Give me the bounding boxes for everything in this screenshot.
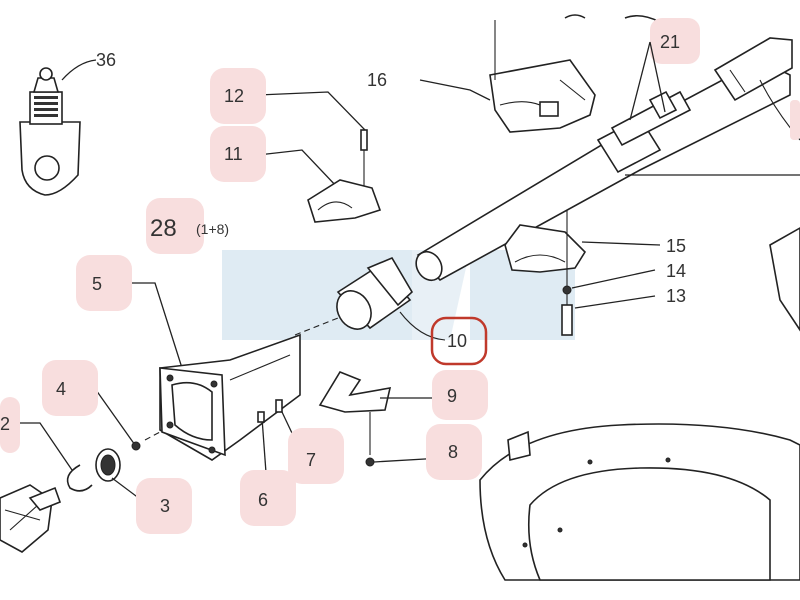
part-36-fitting bbox=[19, 59, 97, 196]
label-9[interactable]: 9 bbox=[447, 386, 457, 406]
label-13[interactable]: 13 bbox=[666, 286, 686, 306]
label-4[interactable]: 4 bbox=[56, 379, 66, 399]
label-14[interactable]: 14 bbox=[666, 261, 686, 281]
label-16[interactable]: 16 bbox=[367, 70, 387, 90]
label-21[interactable]: 21 bbox=[660, 32, 680, 52]
part-13-14-15-lower-clamp bbox=[504, 210, 661, 336]
selected-part-ring[interactable] bbox=[430, 316, 488, 366]
label-12[interactable]: 12 bbox=[224, 86, 244, 106]
part-labels: 36 12 11 16 21 28 (1+8) 5 15 14 13 10 4 … bbox=[0, 32, 686, 516]
label-36[interactable]: 36 bbox=[96, 50, 116, 70]
part-16-clamp bbox=[419, 14, 661, 133]
part-2-3-4-small bbox=[0, 389, 165, 553]
label-7[interactable]: 7 bbox=[306, 450, 316, 470]
label-15[interactable]: 15 bbox=[666, 236, 686, 256]
part-11-12-clamp bbox=[257, 91, 382, 223]
label-28[interactable]: 28 bbox=[150, 215, 177, 242]
label-6[interactable]: 6 bbox=[258, 490, 268, 510]
label-3[interactable]: 3 bbox=[160, 496, 170, 516]
label-11[interactable]: 11 bbox=[224, 144, 243, 164]
part-5-housing bbox=[130, 282, 301, 461]
label-highlights bbox=[0, 18, 800, 534]
label-8[interactable]: 8 bbox=[448, 442, 458, 462]
label-5[interactable]: 5 bbox=[92, 274, 102, 294]
label-28-note: (1+8) bbox=[196, 221, 229, 237]
main-tube bbox=[415, 37, 800, 282]
shroud-cover bbox=[479, 227, 800, 581]
part-10-sleeve bbox=[294, 256, 446, 341]
label-2[interactable]: 2 bbox=[0, 414, 10, 434]
label-10[interactable]: 10 bbox=[447, 331, 467, 351]
